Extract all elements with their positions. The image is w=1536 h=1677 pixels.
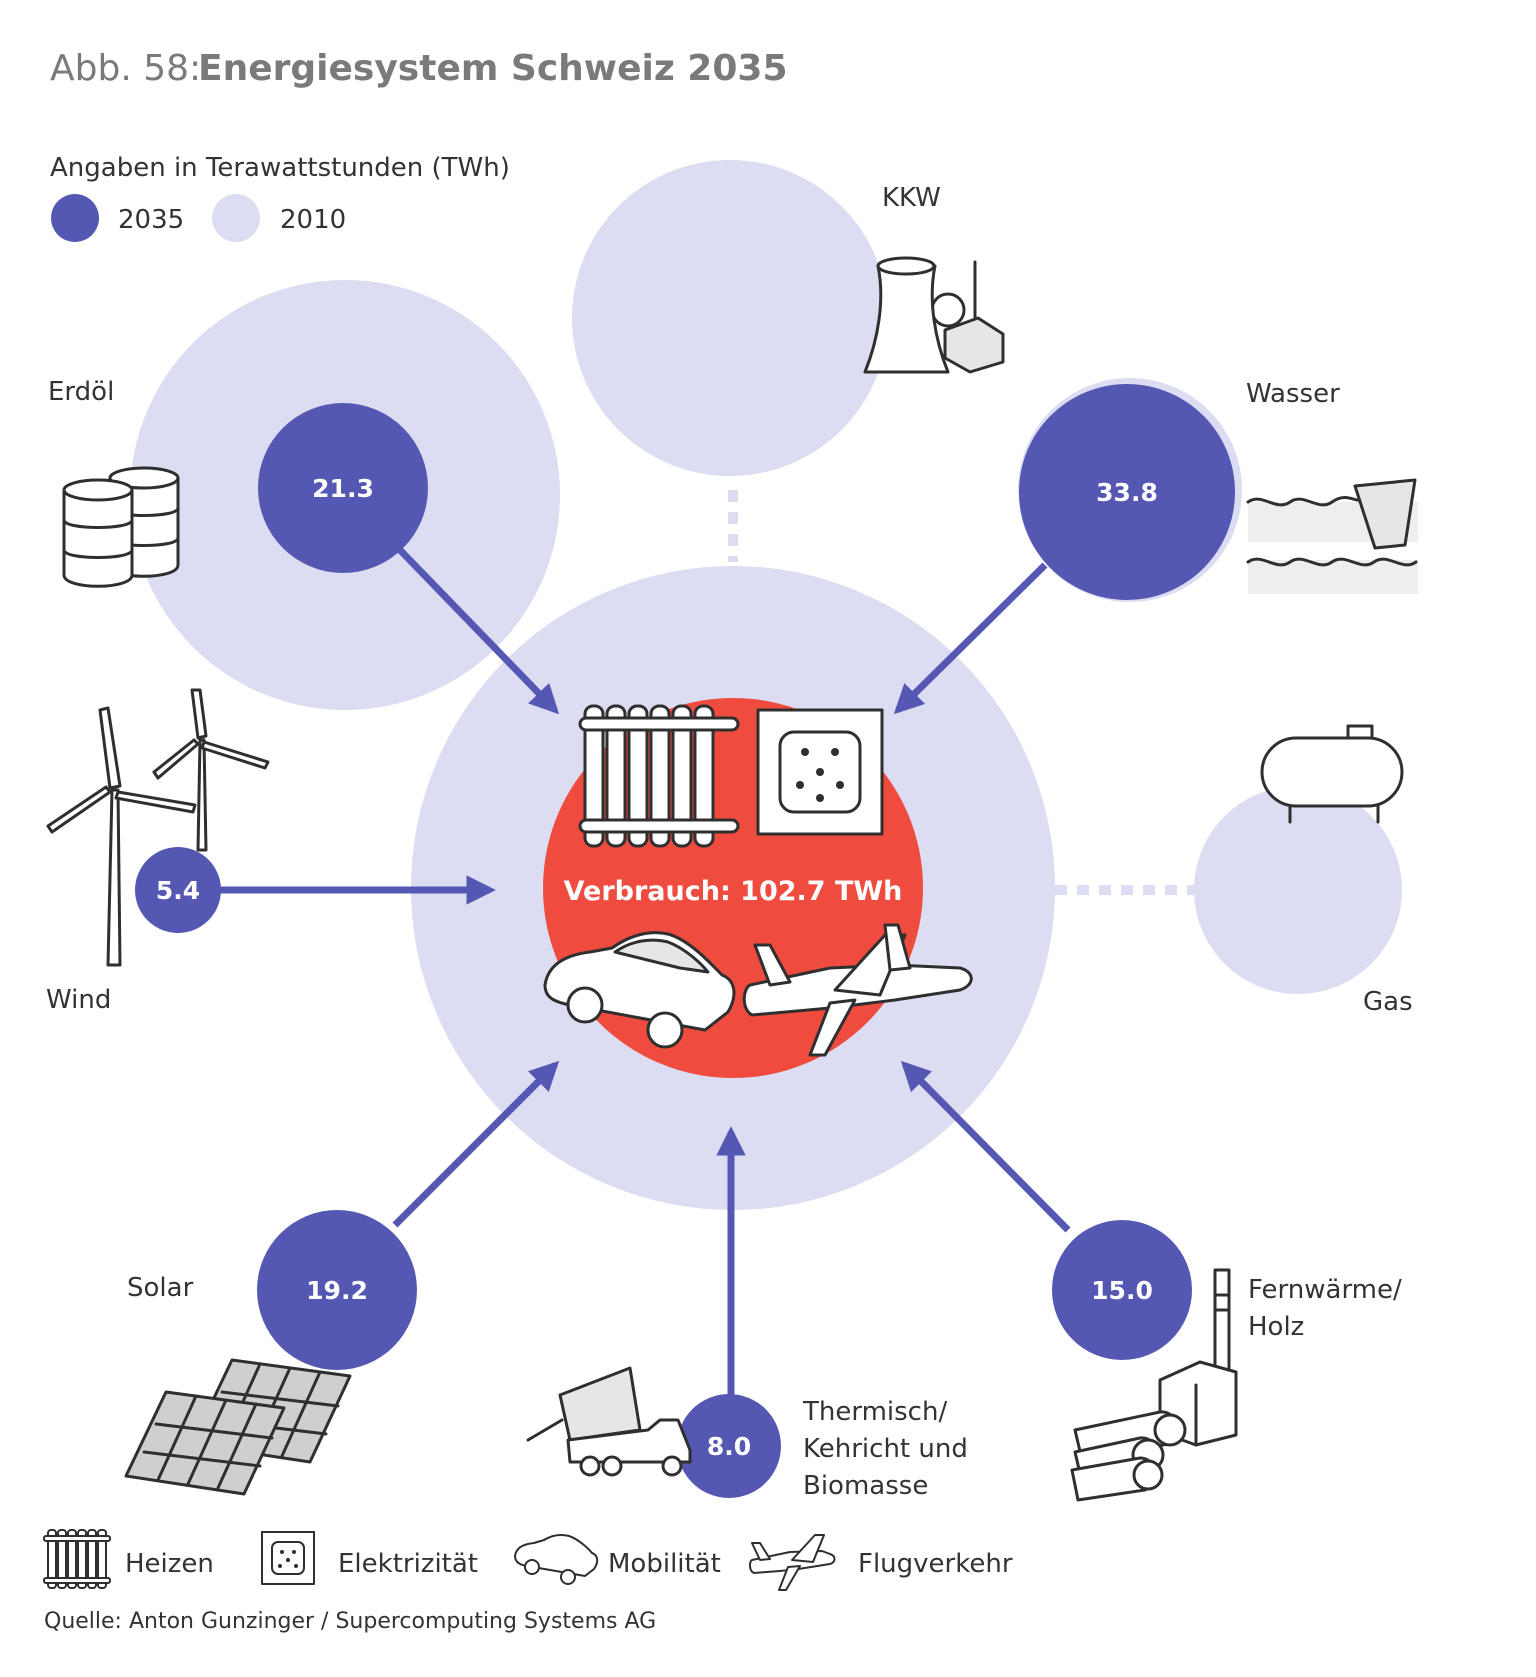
thermisch-label: Thermisch/ Kehricht und Biomasse: [802, 1397, 976, 1501]
gas-tank-icon: [1260, 724, 1404, 824]
socket-icon: [261, 1531, 315, 1585]
fernwaerme-value: 15.0: [1091, 1276, 1153, 1305]
legend-2010-label: 2010: [280, 205, 346, 235]
heating-plant-icon: [1070, 1268, 1238, 1502]
car-icon: [514, 1534, 599, 1585]
figure-number: Abb. 58:: [50, 48, 201, 89]
gas-label: Gas: [1363, 987, 1413, 1017]
wind-turbines-icon: [46, 688, 270, 967]
source-note: Quelle: Anton Gunzinger / Supercomputing…: [44, 1609, 656, 1634]
radiator-icon: [43, 1529, 111, 1589]
erdoel-label: Erdöl: [48, 377, 114, 407]
usage-legend-elektrizitaet: Elektrizität: [261, 1531, 478, 1585]
radiator-icon: [578, 704, 740, 848]
erdoel-value: 21.3: [312, 474, 374, 503]
solar-value: 19.2: [306, 1276, 368, 1305]
consumption-label: Verbrauch: 102.7 TWh: [564, 876, 903, 907]
wind-label: Wind: [46, 985, 111, 1015]
dam-icon: [1246, 478, 1418, 594]
solar-arrow: [392, 1060, 560, 1228]
solar-panels-icon: [124, 1358, 352, 1496]
gas-2010-circle: [1194, 786, 1402, 994]
kkw-2010-circle: [572, 160, 888, 476]
wind-value: 5.4: [156, 876, 200, 905]
legend-heading: Angaben in Terawattstunden (TWh): [50, 153, 510, 183]
legend-2035-swatch: [51, 194, 99, 242]
usage-label-elektrizitaet: Elektrizität: [338, 1549, 478, 1579]
usage-label-flugverkehr: Flugverkehr: [858, 1549, 1013, 1579]
wasser-label: Wasser: [1246, 379, 1340, 409]
fernwaerme-label: Fernwärme/ Holz: [1248, 1275, 1410, 1342]
kkw-label: KKW: [882, 183, 941, 213]
socket-icon: [756, 708, 884, 836]
erdoel-arrow: [397, 547, 560, 715]
wind-2035-circle: [135, 847, 221, 933]
erdoel-2035-circle: [258, 403, 428, 573]
nuclear-plant-icon: [863, 256, 1005, 374]
legend-2035-label: 2035: [118, 205, 184, 235]
thermisch-2035-circle: [677, 1394, 781, 1498]
solar-2035-circle: [257, 1210, 417, 1370]
usage-legend-heizen: Heizen: [43, 1529, 214, 1589]
fernwaerme-2035-circle: [1052, 1220, 1192, 1360]
airplane-icon: [742, 923, 973, 1057]
usage-label-heizen: Heizen: [125, 1549, 214, 1579]
garbage-truck-icon: [526, 1366, 692, 1477]
wasser-arrow: [893, 562, 1048, 715]
usage-label-mobilitaet: Mobilität: [608, 1549, 721, 1579]
legend-2010-swatch: [212, 194, 260, 242]
airplane-icon: [748, 1534, 836, 1591]
wasser-value: 33.8: [1096, 478, 1158, 507]
thermisch-value: 8.0: [707, 1432, 751, 1461]
fernwaerme-arrow: [900, 1060, 1071, 1233]
usage-legend-mobilitaet: Mobilität: [514, 1534, 721, 1585]
usage-legend-flugverkehr: Flugverkehr: [748, 1534, 1013, 1591]
oil-barrels-icon: [62, 466, 180, 588]
solar-label: Solar: [127, 1273, 194, 1303]
car-icon: [543, 931, 736, 1049]
page-title: Energiesystem Schweiz 2035: [198, 48, 788, 89]
wasser-2035-circle: [1019, 384, 1235, 600]
